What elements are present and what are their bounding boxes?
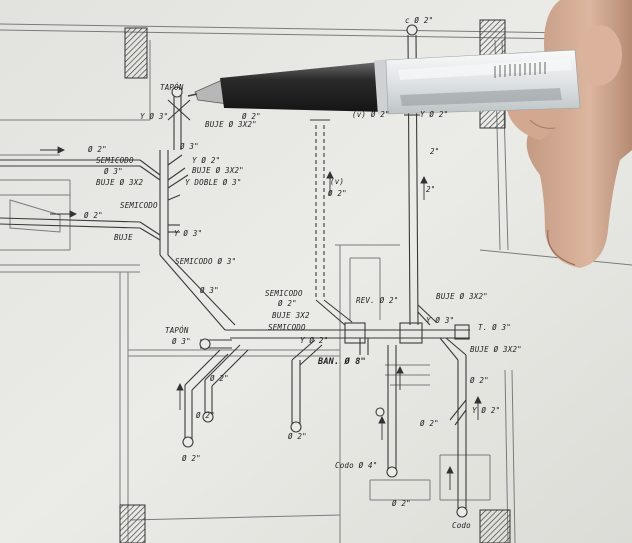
label-ban: BAN. Ø 8" xyxy=(318,357,366,367)
structural-columns xyxy=(119,19,511,543)
label-d2-bot2: Ø 2" xyxy=(288,432,307,441)
label-d3-tap: Ø 3" xyxy=(172,337,191,346)
label-d2-bot3: Ø 2" xyxy=(420,419,439,428)
label-y3-2: Y Ø 3" xyxy=(426,316,455,325)
label-small-2: 2" xyxy=(430,147,440,156)
label-d2-bot1: Ø 2" xyxy=(182,454,201,463)
label-semicodo-1: SEMICODO xyxy=(96,156,134,165)
label-y2-right: Y Ø 2" xyxy=(420,110,449,119)
label-buje-3x2-d: BUJE 3X2 xyxy=(272,311,310,320)
label-semicodo-4: SEMICODO xyxy=(265,289,303,298)
label-ydoble: Y DOBLE Ø 3" xyxy=(185,178,242,187)
label-v2-b2: Ø 2" xyxy=(328,189,347,198)
label-d3-1: Ø 3" xyxy=(104,167,123,176)
label-t3: T. Ø 3" xyxy=(478,323,512,332)
label-semicodo-3: SEMICODO Ø 3" xyxy=(175,257,237,266)
label-semicodo-5: SEMICODO xyxy=(268,323,306,332)
label-semicodo-2: SEMICODO xyxy=(120,201,158,210)
label-y-d2: Y Ø 2" xyxy=(192,156,221,165)
wall-lines xyxy=(0,23,632,543)
label-d2-r1: Ø 2" xyxy=(470,376,489,385)
label-buje-3x2-b: BUJE Ø 3X2 xyxy=(96,178,144,187)
label-d2-vert: 2" xyxy=(426,185,436,194)
label-codo-bot2: Codo xyxy=(452,521,471,530)
label-y2-low: Y Ø 2" xyxy=(300,336,329,345)
pipe-network xyxy=(0,34,470,510)
label-d2-l1: Ø 2" xyxy=(210,374,229,383)
label-buje-3x2-c: BUJE Ø 3X2" xyxy=(192,166,244,175)
label-d2-top: Ø 2" xyxy=(242,112,261,121)
label-v2-a: (v) Ø 2" xyxy=(352,110,390,119)
label-d2-mid: Ø 2" xyxy=(84,211,103,220)
mechanical-pencil xyxy=(187,49,581,115)
label-ye3: Y Ø 3" xyxy=(174,229,203,238)
label-tapon-left: TAPÓN xyxy=(165,326,189,335)
label-y3: Y Ø 3" xyxy=(140,112,169,121)
label-d3-diag: Ø 3" xyxy=(200,286,219,295)
label-codo-top: c Ø 2" xyxy=(405,16,434,25)
label-d3-2: Ø 3" xyxy=(180,142,199,151)
label-tapon-top: TAPÓN xyxy=(160,83,184,92)
label-y2-r: Y Ø 2" xyxy=(472,406,501,415)
label-buje-3x2-a: BUJE Ø 3X2" xyxy=(205,120,257,129)
label-v2-b: (v) xyxy=(330,177,345,186)
label-buje-mid: BUJE xyxy=(114,233,133,242)
label-buje-right: BUJE Ø 3X2" xyxy=(436,292,488,301)
label-rev: REV. Ø 2" xyxy=(356,296,399,305)
label-d2-semi: Ø 2" xyxy=(278,299,297,308)
flow-arrows xyxy=(40,146,482,490)
label-small-d2: Ø 2" xyxy=(392,499,411,508)
label-buje-3x2-e: BUJE Ø 3X2" xyxy=(470,345,522,354)
pipe-ends xyxy=(171,24,468,518)
label-codo-bot: Codo Ø 4" xyxy=(335,461,378,470)
label-d2-l2: Ø 2" xyxy=(196,411,215,420)
label-d2-left1: Ø 2" xyxy=(88,145,107,154)
